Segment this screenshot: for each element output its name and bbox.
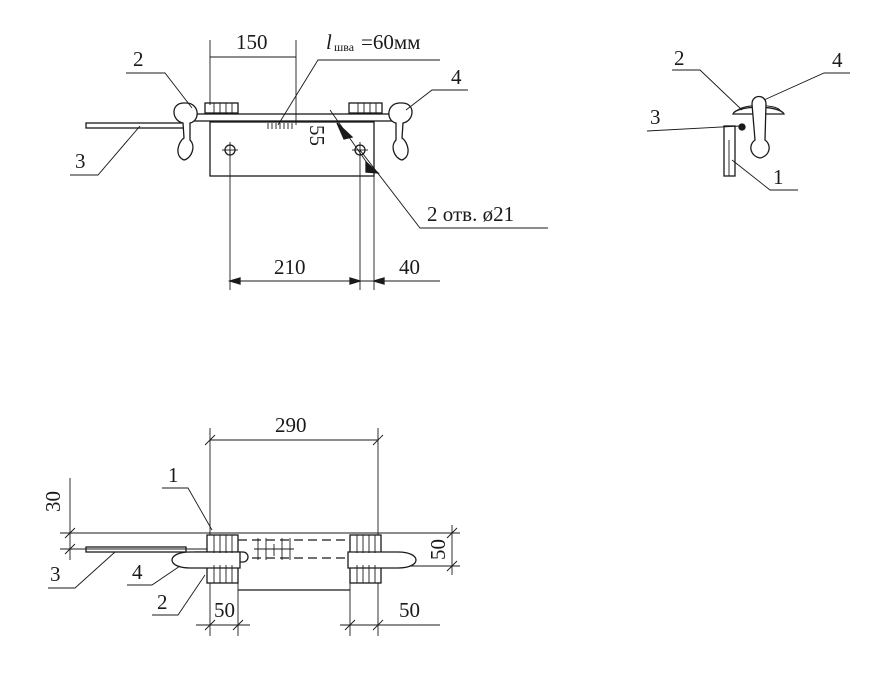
right-clamp <box>388 102 413 161</box>
dim-290-label: 290 <box>275 413 307 437</box>
leader-side-1 <box>731 159 798 191</box>
callout-side-2: 2 <box>674 46 685 70</box>
bottom-view: 290 30 50 50 50 1 3 4 2 <box>41 413 460 636</box>
bottom-strap <box>85 546 187 553</box>
callout-side-4: 4 <box>832 48 843 72</box>
leader-top-3 <box>70 125 141 176</box>
leader-side-3 <box>646 125 741 132</box>
callout-top-3: 3 <box>75 149 86 173</box>
dim-150-label: 150 <box>236 30 268 54</box>
callout-bottom-4: 4 <box>132 560 143 584</box>
left-clamp-nut <box>204 102 239 114</box>
strap-rod <box>85 122 189 129</box>
weld-marks <box>267 123 293 129</box>
weld-length-value: =60мм <box>361 30 420 54</box>
side-clamp <box>750 95 770 159</box>
leader-top-4 <box>405 89 468 111</box>
leader-bottom-3 <box>48 551 116 589</box>
bottom-weld-marks <box>254 538 294 560</box>
side-view: 2 4 3 1 <box>646 46 850 191</box>
callout-top-4: 4 <box>451 65 462 89</box>
dim-40-label: 40 <box>399 255 420 279</box>
dim-line-55 <box>329 109 373 171</box>
dim-210-label: 210 <box>274 255 306 279</box>
holes-note: 2 отв. ø21 <box>427 202 514 226</box>
leader-bottom-1 <box>162 487 213 531</box>
leader-bottom-2 <box>152 574 206 616</box>
side-plate <box>723 125 736 177</box>
bottom-right-nut <box>349 534 382 554</box>
callout-bottom-1: 1 <box>168 463 179 487</box>
callout-bottom-3: 3 <box>50 562 61 586</box>
leader-side-4 <box>763 72 850 101</box>
right-clamp-nut <box>348 102 383 114</box>
leader-side-2 <box>672 69 743 111</box>
side-pin <box>738 123 746 131</box>
dim-55-label: 55 <box>305 125 329 146</box>
dim-arrow-55 <box>336 122 354 140</box>
top-view: 150 l шва =60мм 55 2 отв. ø21 210 40 2 3… <box>70 30 548 290</box>
hole-leader <box>359 149 548 229</box>
weld-length-subscript: шва <box>334 40 355 54</box>
leader-bottom-4 <box>127 565 181 586</box>
bottom-left-clamp <box>171 551 241 569</box>
dim-50-right-label: 50 <box>426 539 450 560</box>
main-rod <box>182 113 406 122</box>
leader-top-2 <box>126 72 193 109</box>
dim-50-bottom-left-label: 50 <box>214 598 235 622</box>
weld-length-symbol: l <box>326 30 332 54</box>
dim-30-label: 30 <box>41 491 65 512</box>
callout-side-3: 3 <box>650 105 661 129</box>
left-clamp <box>173 102 198 161</box>
bottom-right-clamp <box>347 551 417 569</box>
callout-top-2: 2 <box>133 47 144 71</box>
callout-side-1: 1 <box>773 165 784 189</box>
bottom-left-nut <box>206 534 239 554</box>
mounting-plate <box>209 121 375 177</box>
dim-50-bottom-right-label: 50 <box>399 598 420 622</box>
weld-leader <box>277 59 440 126</box>
callout-bottom-2: 2 <box>157 590 168 614</box>
